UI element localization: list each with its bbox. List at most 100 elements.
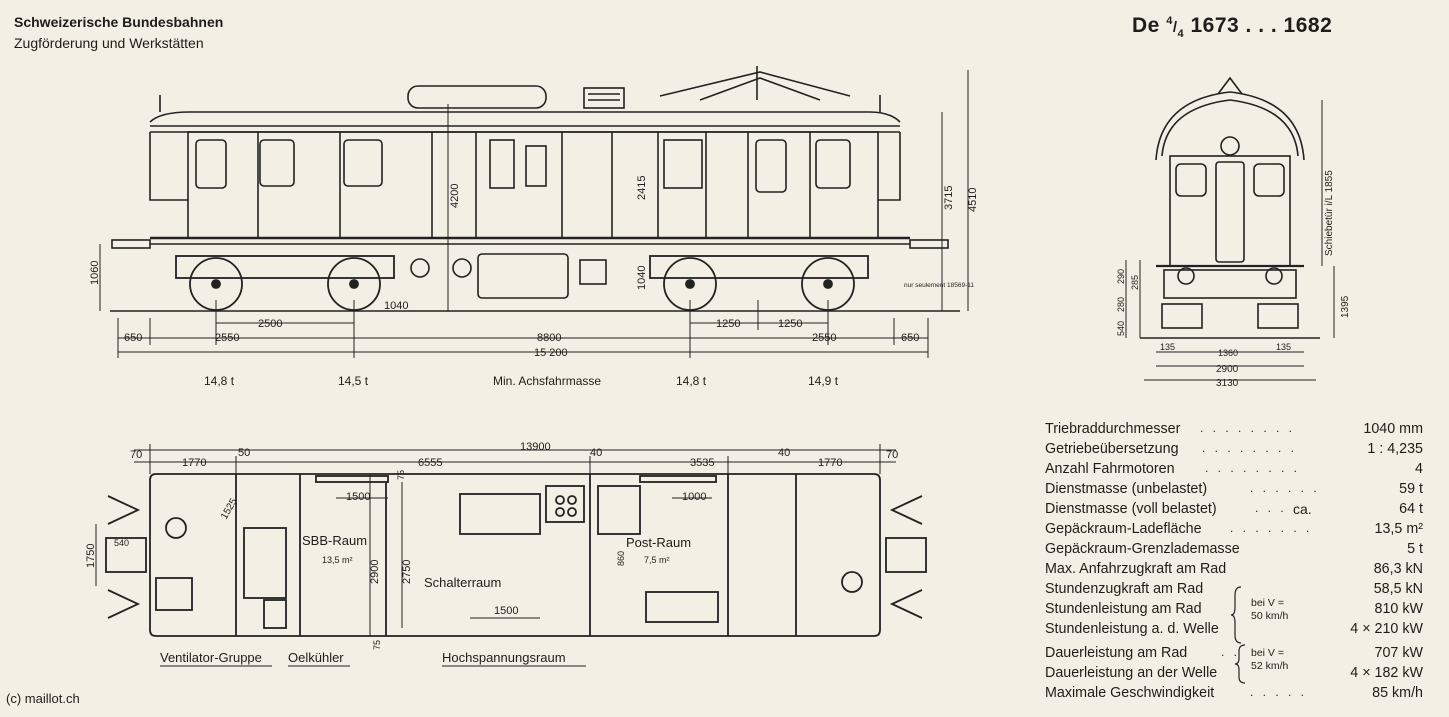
spec-value: 13,5 m² [1374, 521, 1423, 537]
plan-dim-2750: 2750 [401, 560, 413, 584]
spec-label: Dauerleistung am Rad [1045, 645, 1188, 661]
room-post: Post-Raum [626, 535, 691, 550]
dim-height-3715: 3715 [943, 186, 955, 210]
spec-label: Max. Anfahrzugkraft am Rad [1045, 561, 1227, 577]
plan-dim-1770-right: 1770 [818, 457, 842, 469]
end-schiebetur: Schiebetür i/L 1855 [1324, 170, 1335, 256]
plan-dim-6555: 6555 [418, 457, 442, 469]
spec-value: 4 × 182 kW [1350, 665, 1423, 681]
spec-dots: . . . . . . . [1230, 521, 1313, 535]
spec-dots: . . . . . [1250, 685, 1308, 699]
label-oil-cooler: Oelkühler [288, 650, 344, 665]
dim-axle-a: 1250 [716, 318, 740, 330]
plan-dim-1500-a: 1500 [346, 491, 370, 503]
spec-value: 64 t [1399, 501, 1423, 517]
plan-dim-75-top: 75 [396, 470, 406, 480]
brace-hour-note: bei V = 50 km/h [1251, 597, 1288, 623]
label-fan-group: Ventilator-Gruppe [160, 650, 262, 665]
spec-row: Dienstmasse (voll belastet) . . . ca. 64… [1045, 501, 1423, 521]
title-fraction-den: 4 [1177, 28, 1185, 41]
brace-cont-line1: bei V = [1251, 647, 1284, 659]
end-dim-135-right: 135 [1276, 342, 1291, 352]
spec-value: 4 × 210 kW [1350, 621, 1423, 637]
spec-value: 5 t [1407, 541, 1423, 557]
spec-row: Stundenleistung am Rad 810 kW [1045, 601, 1423, 621]
spec-label: Triebraddurchmesser [1045, 421, 1181, 437]
dim-right-wheelbase: 2550 [812, 332, 836, 344]
spec-dots: . . . . . . [1250, 481, 1320, 495]
plan-dim-860: 860 [616, 551, 626, 566]
axle-mass-3: 14,8 t [676, 374, 707, 388]
end-dim-285: 285 [1130, 275, 1140, 290]
end-dim-290: 290 [1116, 269, 1126, 284]
spec-row: Stundenleistung a. d. Welle 4 × 210 kW [1045, 621, 1423, 641]
spec-value: 59 t [1399, 481, 1423, 497]
spec-dots: . . . . . . . . [1205, 461, 1301, 475]
end-dim-280: 280 [1116, 297, 1126, 312]
spec-label: Dienstmasse (unbelastet) [1045, 481, 1208, 497]
plan-dim-overall: 13900 [520, 441, 551, 453]
spec-row: Gepäckraum-Grenzlademasse 5 t [1045, 541, 1423, 561]
plan-dim-1750: 1750 [85, 544, 97, 568]
copyright-credit: (c) maillot.ch [6, 691, 80, 706]
dim-total-length: 15 200 [534, 347, 568, 359]
spec-row: Max. Anfahrzugkraft am Rad 86,3 kN [1045, 561, 1423, 581]
area-sbb: 13,5 m² [322, 555, 353, 565]
spec-row: Anzahl Fahrmotoren . . . . . . . . 4 [1045, 461, 1423, 481]
spec-row: Triebraddurchmesser . . . . . . . . 1040… [1045, 421, 1423, 441]
spec-dots: . . . . . . . . [1202, 441, 1298, 455]
plan-dim-3535: 3535 [690, 457, 714, 469]
spec-dots: . . [1221, 645, 1241, 659]
spec-label: Dienstmasse (voll belastet) [1045, 501, 1217, 517]
company-name: Schweizerische Bundesbahnen [14, 14, 224, 30]
brace-continuous [1234, 644, 1246, 684]
plan-dim-70-left: 70 [130, 449, 142, 461]
spec-label: Anzahl Fahrmotoren [1045, 461, 1175, 477]
brace-hour [1230, 586, 1242, 644]
plan-dim-50: 50 [238, 447, 250, 459]
brace-cont-note: bei V = 52 km/h [1251, 647, 1288, 673]
spec-row: Dauerleistung an der Welle 4 × 182 kW [1045, 665, 1423, 685]
end-dim-3130: 3130 [1216, 378, 1239, 389]
end-dim-1360: 1360 [1218, 348, 1238, 358]
spec-label: Stundenzugkraft am Rad [1045, 581, 1204, 597]
end-dim-135-left: 135 [1160, 342, 1175, 352]
plan-dim-75-bottom: 75 [372, 640, 382, 650]
specs-table: Triebraddurchmesser . . . . . . . . 1040… [1045, 421, 1423, 711]
dim-right-overhang: 650 [901, 332, 919, 344]
title-prefix: De [1132, 14, 1160, 37]
plan-view-drawing: 70 1770 50 6555 13900 40 3535 40 1770 70… [85, 441, 927, 667]
brace-hour-line2: 50 km/h [1251, 610, 1289, 622]
dim-left-overhang: 650 [124, 332, 142, 344]
locomotive-title: De 4/4 1673 . . . 1682 [1132, 14, 1333, 41]
spec-row: Getriebeübersetzung . . . . . . . . 1 : … [1045, 441, 1423, 461]
department-name: Zugförderung und Werkstätten [14, 35, 204, 51]
axle-mass-2: 14,5 t [338, 374, 369, 388]
room-sbb: SBB-Raum [302, 533, 367, 548]
dim-height-4200: 4200 [449, 184, 461, 208]
dim-wheel: 1040 [384, 300, 408, 312]
dim-axle-spacing: 2500 [258, 318, 282, 330]
spec-label: Gepäckraum-Grenzlademasse [1045, 541, 1240, 557]
brace-cont-line2: 52 km/h [1251, 660, 1289, 672]
spec-value: 85 km/h [1372, 685, 1423, 701]
end-dim-1395: 1395 [1340, 295, 1351, 318]
spec-dots: . . . . . . . . [1200, 421, 1296, 435]
plan-dim-70-right: 70 [886, 449, 898, 461]
spec-value: 4 [1415, 461, 1423, 477]
spec-value: 707 kW [1374, 645, 1423, 661]
axle-mass-1: 14,8 t [204, 374, 235, 388]
plan-dim-2900: 2900 [369, 560, 381, 584]
title-numbers: 1673 . . . 1682 [1190, 14, 1333, 37]
spec-label: Gepäckraum-Ladefläche [1045, 521, 1202, 537]
dim-height-1040: 1040 [636, 266, 648, 290]
spec-row: Dienstmasse (unbelastet) . . . . . . 59 … [1045, 481, 1423, 501]
spec-value: 1 : 4,235 [1367, 441, 1423, 457]
side-view-drawing: 650 2550 2500 8800 15 200 1250 1250 2550… [89, 66, 979, 359]
dim-left-wheelbase: 2550 [215, 332, 239, 344]
plan-dim-1500-b: 1500 [494, 605, 518, 617]
end-view-drawing: Schiebetür i/L 1855 1395 290 285 280 540… [1116, 76, 1351, 389]
spec-row: Gepäckraum-Ladefläche . . . . . . . 13,5… [1045, 521, 1423, 541]
dim-floor-height: 1060 [89, 261, 101, 285]
spec-value: 810 kW [1374, 601, 1423, 617]
